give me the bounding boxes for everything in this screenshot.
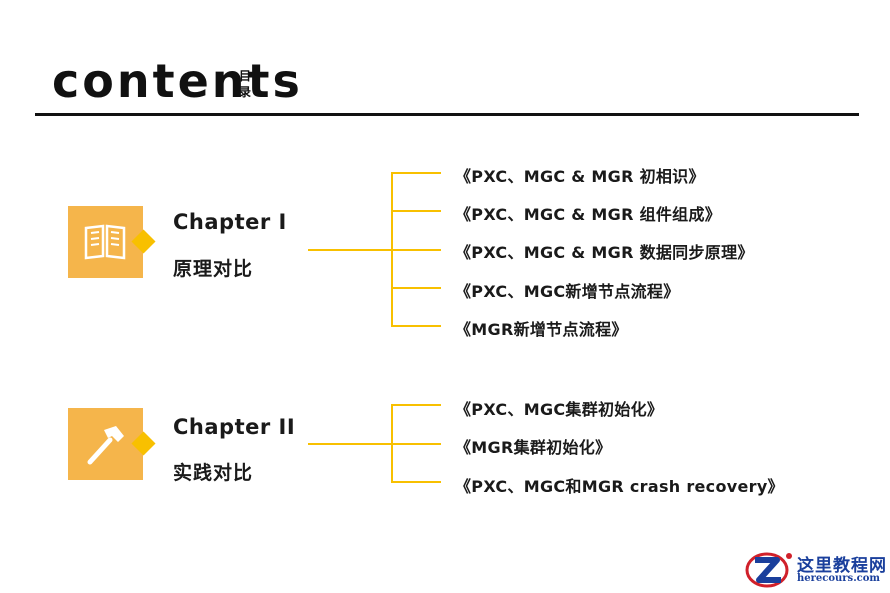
book-icon [84, 224, 126, 260]
chapter-1-topic: 《PXC、MGC & MGR 数据同步原理》 [455, 243, 754, 262]
chapter-2-topic: 《PXC、MGC集群初始化》 [455, 400, 664, 419]
chapter-1-topic: 《PXC、MGC & MGR 初相识》 [455, 167, 705, 186]
chapter-1-branch [391, 210, 441, 212]
chapter-2-diamond [131, 431, 156, 456]
brand-logo-icon [745, 552, 792, 588]
chapter-2-label: Chapter II [173, 415, 296, 439]
chapter-1-branch [391, 325, 441, 327]
chapter-1-subtitle: 原理对比 [173, 258, 254, 280]
chapter-2-branch [391, 443, 441, 445]
subtitle-char: 录 [238, 85, 251, 99]
chapter-1-branch [391, 172, 441, 174]
brand-url[interactable]: herecours.com [797, 573, 881, 584]
chapter-2-branch [391, 481, 441, 483]
chapter-1-topic: 《PXC、MGC新增节点流程》 [455, 282, 680, 301]
page-subtitle: 目 录 [238, 68, 252, 100]
chapter-2-branch [391, 404, 441, 406]
chapter-2-icon-box [68, 408, 156, 480]
chapter-1-topic: 《PXC、MGC & MGR 组件组成》 [455, 205, 722, 224]
chapter-2-topic: 《MGR集群初始化》 [455, 438, 612, 457]
chapter-1-branch [391, 287, 441, 289]
chapter-1-topic: 《MGR新增节点流程》 [455, 320, 628, 339]
chapter-2-subtitle: 实践对比 [173, 462, 254, 484]
hammer-icon [87, 426, 124, 465]
chapter-1-stem [308, 249, 392, 251]
brand-name: 这里教程网 [797, 556, 887, 576]
chapter-2-topic: 《PXC、MGC和MGR crash recovery》 [455, 477, 784, 496]
chapter-1-diamond [131, 229, 156, 254]
chapter-1-icon-box [68, 206, 156, 278]
header-divider [35, 113, 859, 116]
chapter-1-branch [391, 249, 441, 251]
chapter-2-stem [308, 443, 392, 445]
page-title: contents [52, 54, 303, 108]
subtitle-char: 目 [238, 69, 251, 83]
chapter-1-label: Chapter I [173, 210, 287, 234]
